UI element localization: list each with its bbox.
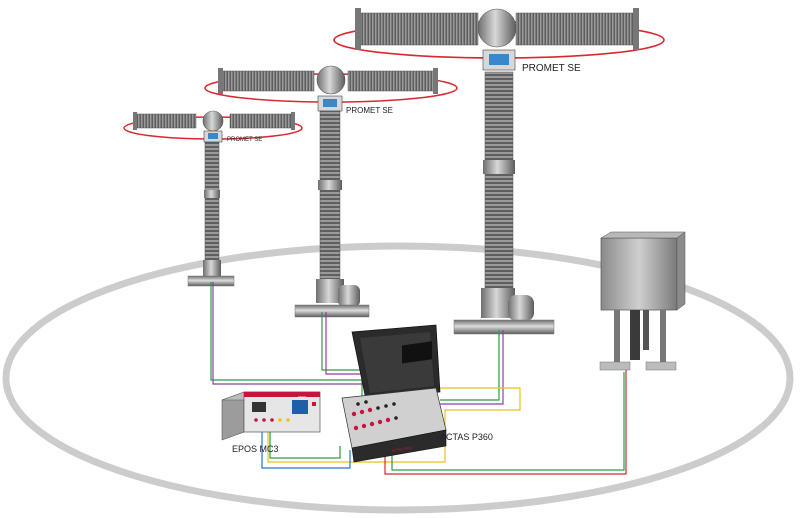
actas-panel-brand: ACTAS P360 [392,446,413,453]
ground-ring [2,242,794,514]
breaker-medium [204,65,458,318]
label-promet-se-small: PROMET SE [227,137,263,143]
label-epos-mc3: EPOS MC3 [232,444,279,454]
breaker-small [123,110,303,287]
label-actas-p360: ACTAS P360 [440,432,493,442]
actas-p360-device: ACTAS P360 [341,324,447,463]
epos-mc3-device: EPOS [221,391,321,441]
label-promet-se-large: PROMET SE [522,63,581,74]
control-cabinet [599,231,686,371]
epos-panel-brand: EPOS [298,395,306,399]
breaker-large [333,8,665,335]
label-promet-se-medium: PROMET SE [346,106,393,115]
